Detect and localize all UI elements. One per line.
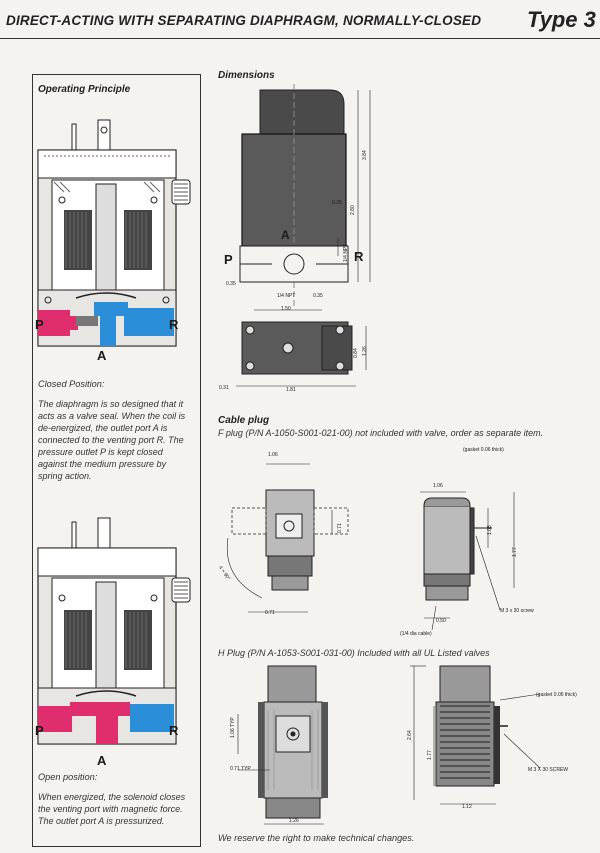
dim-035c: 0.35 [313, 293, 323, 299]
closed-port-p: P [35, 317, 44, 332]
open-title: Open position: [38, 772, 98, 782]
closed-port-r: R [169, 317, 179, 332]
dim-port-a: A [281, 228, 290, 242]
f-cable: (1/4 dia cable) [400, 631, 432, 637]
dim-126: 1.26 [362, 346, 368, 356]
h-dim-126: 1.26 [289, 818, 299, 824]
h-plug-front-view [237, 665, 328, 825]
h-plug-side-view [410, 665, 541, 805]
operating-principle-box [32, 74, 201, 847]
h-screw: M 3 X 30 SCREW [528, 767, 569, 773]
footer-note: We reserve the right to make technical c… [218, 833, 415, 843]
operating-principle-heading: Operating Principle [38, 84, 131, 95]
dim-port-p: P [224, 252, 233, 267]
h-dim-112: 1.12 [462, 804, 472, 810]
f-screw: M 3 x 30 screw [500, 608, 534, 614]
closed-title: Closed Position: [38, 379, 105, 389]
f-plug-side-view [420, 491, 515, 631]
h-dim-177: 1.77 [427, 750, 433, 760]
dim-npt-side: 1/4 NPT [343, 243, 349, 262]
h-plug-text: H Plug (P/N A-1053-S001-031-00) Included… [218, 648, 490, 658]
dimensions-heading: Dimensions [218, 70, 275, 81]
valve-closed-diagram [37, 119, 191, 347]
f-plug-front-view [226, 463, 349, 613]
open-text: When energized, the solenoid closes the … [38, 792, 186, 826]
h-gasket: (gasket 0.06 thick) [536, 692, 577, 698]
dim-035a: 0.35 [332, 200, 342, 206]
dimensions-side-view [239, 84, 371, 306]
f-dim-106b: 1.06 [433, 483, 443, 489]
f-dim-050: 0.50 [436, 618, 446, 624]
dim-npt-bottom: 1/4 NPT [277, 293, 296, 299]
dim-031: 0.31 [219, 385, 229, 391]
valve-open-diagram [37, 517, 191, 745]
f-dim-071a: 0.71 [337, 523, 343, 533]
f-dim-106a: 1.06 [268, 452, 278, 458]
cable-plug-heading: Cable plug [218, 415, 270, 426]
type-label: Type 3 [527, 7, 596, 32]
open-port-a: A [97, 753, 107, 768]
f-dim-071b: 0.71 [265, 610, 275, 616]
dim-384: 3.84 [362, 150, 368, 160]
dimensions-top-view [236, 309, 367, 387]
closed-port-a: A [97, 348, 107, 363]
dim-150: 1.50 [281, 306, 291, 312]
closed-text: The diaphragm is so designed that it act… [38, 399, 186, 481]
open-port-r: R [169, 723, 179, 738]
h-dim-264: 2.64 [407, 730, 413, 740]
h-typ106: 1.06 TYP [230, 717, 236, 738]
f-gasket: (gasket 0.06 thick) [463, 447, 504, 453]
f-dim-108: 1.08 [487, 525, 493, 535]
header-rule [0, 38, 600, 39]
f-dim-177: 1.77 [512, 547, 518, 557]
open-port-p: P [35, 723, 44, 738]
h-typ071: 0.71 TYP [230, 766, 251, 772]
dim-035b: 0.35 [226, 281, 236, 287]
dim-181: 1.81 [286, 387, 296, 393]
f-plug-text: F plug (P/N A-1050-S001-021-00) not incl… [218, 428, 544, 438]
page-title: DIRECT-ACTING WITH SEPARATING DIAPHRAGM,… [6, 13, 482, 28]
dim-port-r: R [354, 249, 364, 264]
dim-084: 0.84 [353, 348, 359, 358]
dim-280: 2.80 [350, 205, 356, 215]
